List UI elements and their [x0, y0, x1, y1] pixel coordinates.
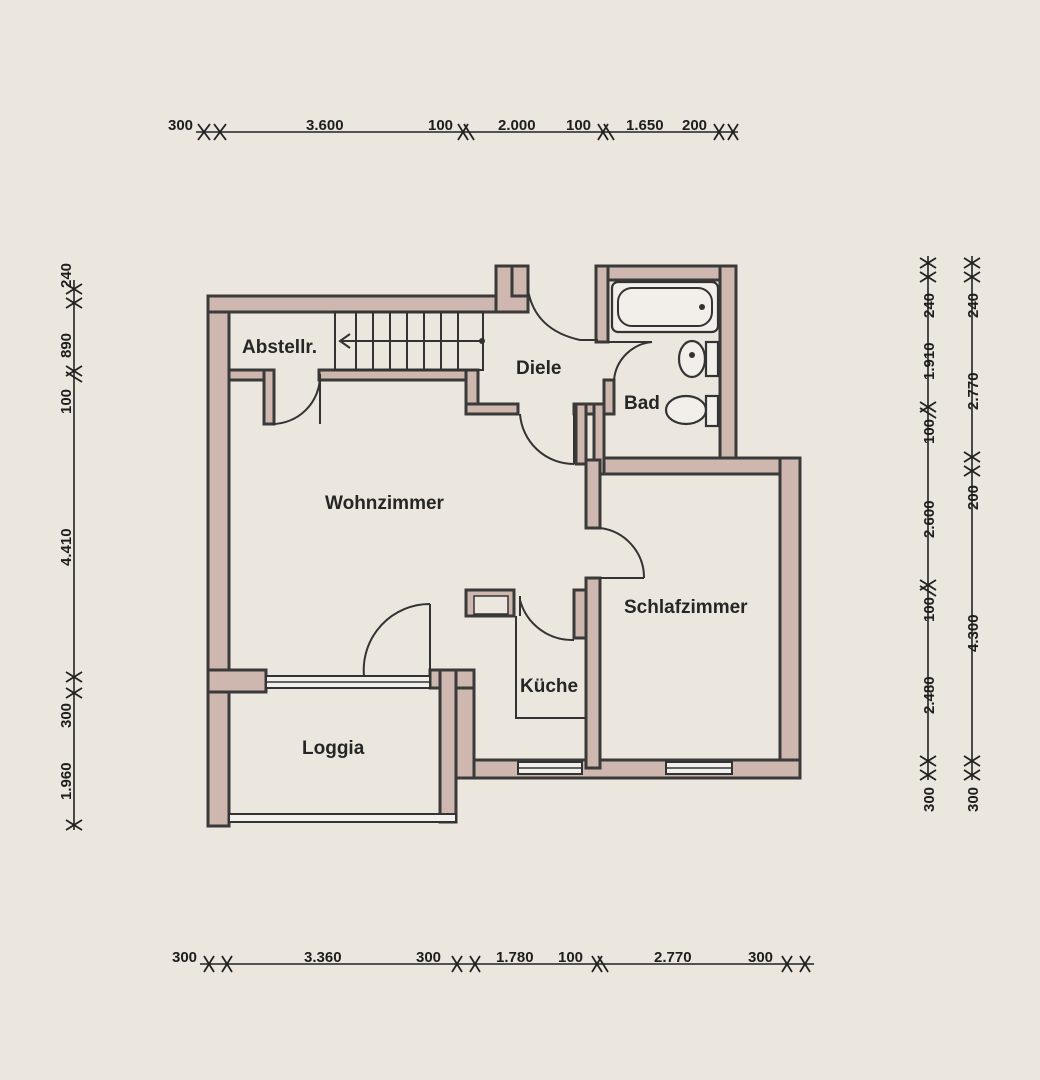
kueche-closet-void: [473, 595, 509, 615]
door-diele-wohnzimmer: [519, 413, 575, 466]
dim-top-3: 100: [428, 117, 453, 134]
dim-right-outer-3: 200: [965, 485, 982, 510]
room-label-diele: Diele: [516, 358, 561, 379]
door-loggia: [362, 602, 431, 677]
dim-right-inner-2: 1.910: [921, 342, 938, 380]
dim-top-4: 2.000: [498, 117, 536, 134]
bathtub-icon: [610, 280, 720, 334]
loggia-balustrade: [228, 813, 457, 823]
wall-abstellr-door-jamb: [262, 368, 276, 426]
dimension-chain-top: 300 3.600 100 2.000 100 1.650 200: [168, 117, 739, 141]
wall-top-left: [206, 294, 500, 314]
room-labels: Abstellr. Diele Bad Wohnzimmer Schlafzim…: [242, 337, 748, 759]
door-entrance: [527, 289, 581, 341]
dim-right-inner-5: 100: [921, 597, 938, 622]
toilet-icon: [664, 394, 708, 426]
dim-right-inner-1: 240: [921, 293, 938, 318]
dim-top-6: 1.650: [626, 117, 664, 134]
dim-bottom-7: 300: [748, 949, 773, 966]
wall-bad-right: [718, 264, 738, 464]
wall-left-outer: [206, 294, 231, 828]
dim-bottom-6: 2.770: [654, 949, 692, 966]
sink-icon: [677, 339, 707, 379]
room-label-abstellr: Abstellr.: [242, 337, 317, 358]
wall-loggia-top-left: [206, 668, 268, 694]
dim-bottom-1: 300: [172, 949, 197, 966]
kueche-counter: [515, 616, 586, 719]
dimension-chain-bottom: 300 3.360 300 1.780 100 2.770 300: [172, 949, 814, 973]
dim-right-outer-1: 240: [965, 293, 982, 318]
wall-kueche-door-jamb: [572, 588, 588, 640]
wall-bad-left-top: [594, 264, 610, 344]
room-label-kueche: Küche: [520, 676, 578, 697]
dim-right-inner-3: 100: [921, 419, 938, 444]
dim-bottom-4: 1.780: [496, 949, 534, 966]
dim-top-5: 100: [566, 117, 591, 134]
staircase: [334, 311, 485, 371]
dimension-chain-left: 240 890 100 4.410 300 1.960: [58, 263, 83, 831]
sink-back-icon: [704, 340, 720, 378]
dim-bottom-2: 3.360: [304, 949, 342, 966]
wall-diele-bottom: [464, 402, 520, 416]
wall-partition-middle: [584, 458, 602, 530]
wall-bad-bottom: [594, 456, 802, 476]
bath-fixtures: [610, 280, 720, 428]
room-label-bad: Bad: [624, 393, 660, 414]
dim-left-6: 1.960: [58, 762, 75, 800]
wall-loggia-right: [438, 668, 458, 824]
wall-diele-stub: [510, 264, 530, 298]
dim-top-1: 300: [168, 117, 193, 134]
dimension-chain-right-outer: 240 2.770 200 4.300 300: [963, 256, 982, 812]
toilet-tank-icon: [704, 394, 720, 428]
door-schlafzimmer: [599, 527, 646, 579]
room-label-schlafzimmer: Schlafzimmer: [624, 597, 748, 618]
dim-right-inner-7: 300: [921, 787, 938, 812]
wall-bad-door-jamb: [602, 378, 616, 416]
dim-right-outer-2: 2.770: [965, 372, 982, 410]
dim-right-inner-4: 2.600: [921, 500, 938, 538]
dim-left-2: 890: [58, 333, 75, 358]
doors: [271, 280, 653, 719]
dim-top-7: 200: [682, 117, 707, 134]
dim-left-1: 240: [58, 263, 75, 288]
dim-top-2: 3.600: [306, 117, 344, 134]
dim-left-3: 100: [58, 389, 75, 414]
dim-right-inner-6: 2.480: [921, 676, 938, 714]
wall-partition-lower: [584, 576, 602, 770]
windows: [265, 675, 733, 775]
wall-right-outer: [778, 456, 802, 780]
wall-bottom-right: [454, 758, 802, 780]
dim-right-outer-4: 4.300: [965, 614, 982, 652]
room-label-loggia: Loggia: [302, 738, 365, 759]
dim-bottom-5: 100: [558, 949, 583, 966]
door-bad: [613, 341, 653, 381]
dim-right-outer-5: 300: [965, 787, 982, 812]
wall-partition-upper: [574, 402, 588, 466]
door-abstellr: [271, 375, 321, 425]
dim-left-5: 300: [58, 703, 75, 728]
door-kueche: [519, 599, 575, 642]
wall-stair-bottom: [317, 368, 471, 382]
dim-bottom-3: 300: [416, 949, 441, 966]
room-label-wohnzimmer: Wohnzimmer: [325, 493, 445, 514]
dimension-chain-right-inner: 240 1.910 100 2.600 100 2.480 300: [919, 256, 938, 812]
wall-bad-top: [594, 264, 738, 282]
dim-left-4: 4.410: [58, 528, 75, 566]
